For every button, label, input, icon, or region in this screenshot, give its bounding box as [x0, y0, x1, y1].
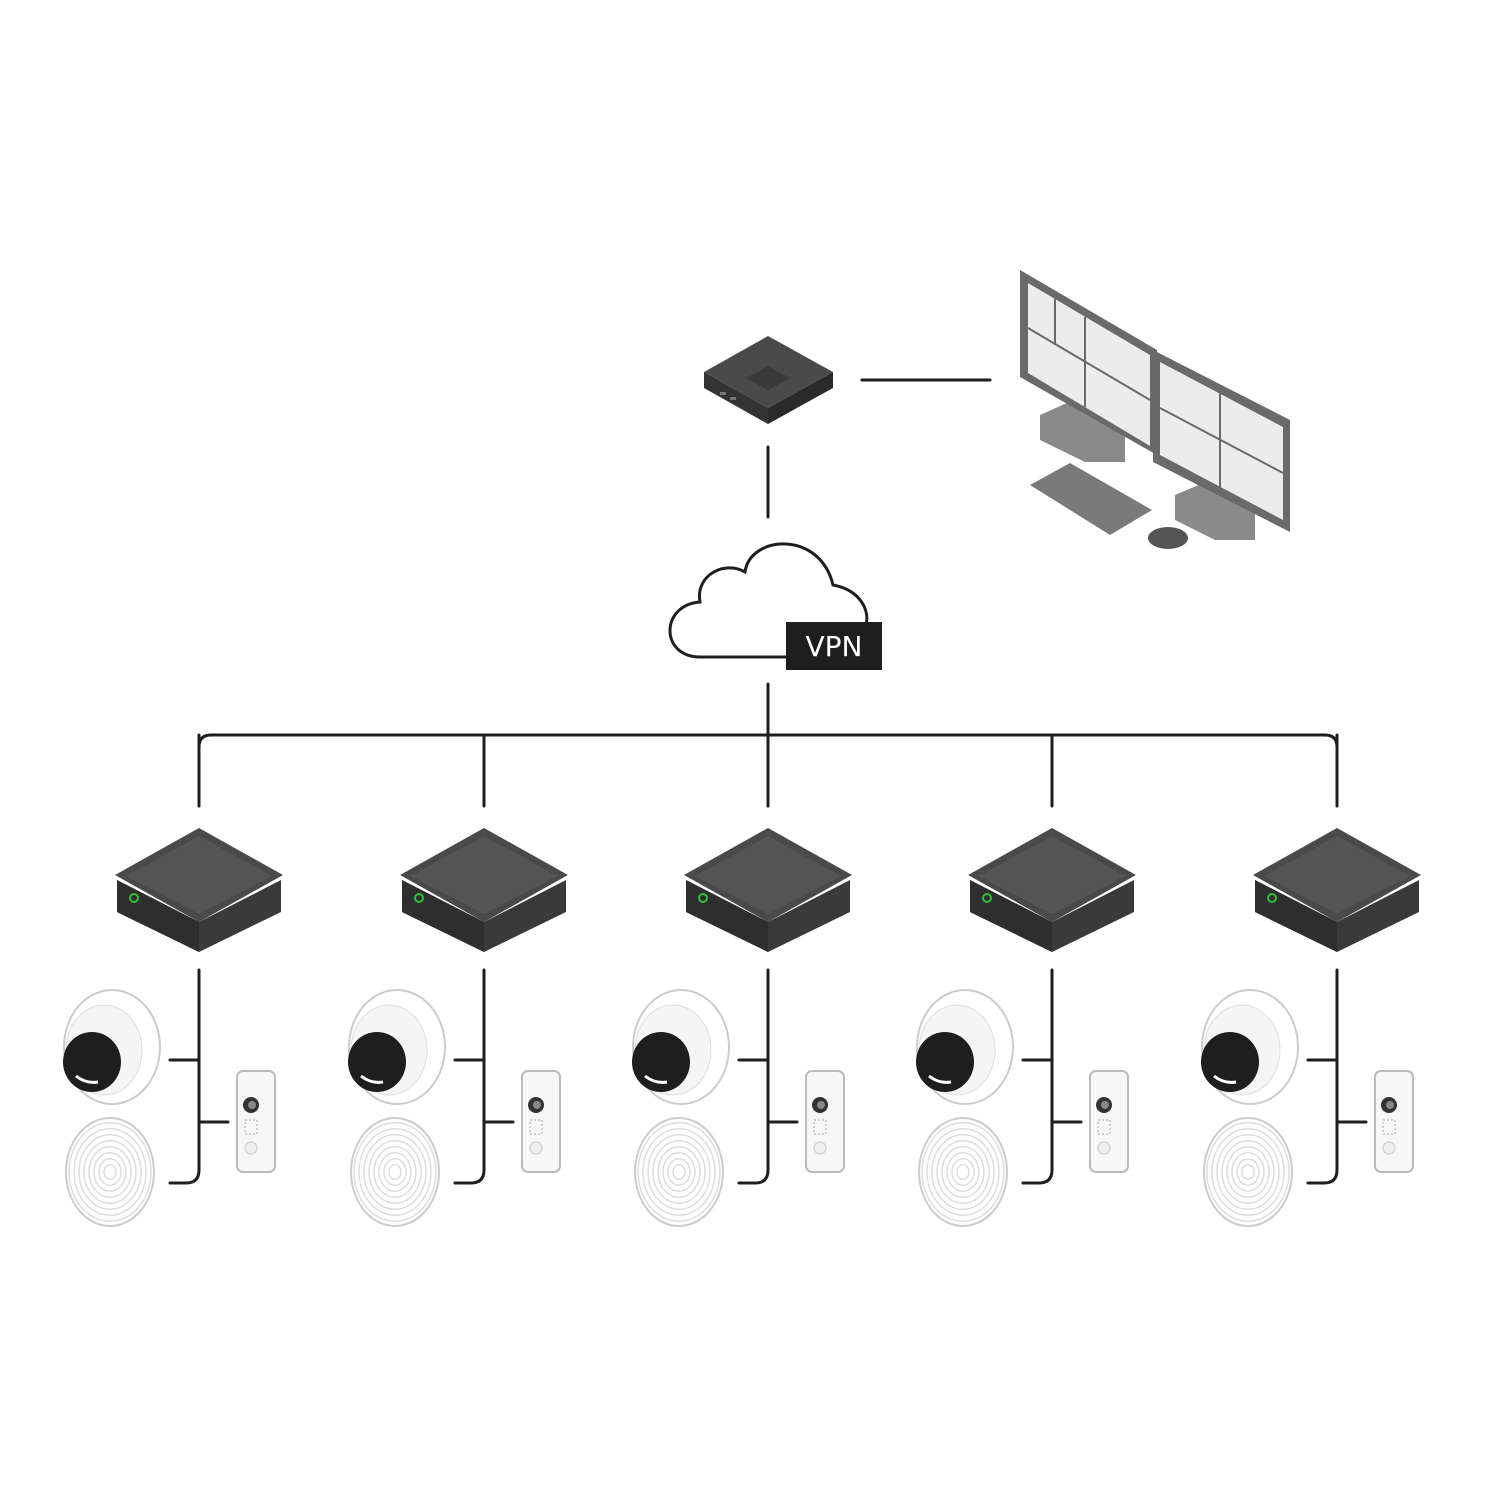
door-intercom-icon	[1374, 1070, 1414, 1173]
recorder-icon	[400, 828, 568, 952]
recorder-icon	[115, 828, 283, 952]
status-led	[1267, 893, 1277, 903]
recorder-icon	[684, 828, 852, 952]
recorder-icon	[1253, 828, 1421, 952]
device-bus	[1306, 968, 1339, 1185]
door-intercom-icon	[1089, 1070, 1129, 1173]
device-bus	[1021, 968, 1054, 1185]
site-4	[916, 733, 1136, 1227]
speaker-icon	[918, 1117, 1008, 1227]
door-intercom-icon	[236, 1070, 276, 1173]
dome-camera-icon	[916, 989, 1014, 1105]
status-led	[129, 893, 139, 903]
speaker-icon	[350, 1117, 440, 1227]
door-intercom-icon	[805, 1070, 845, 1173]
vpn-label: VPN	[806, 630, 863, 663]
recorder-icon	[968, 828, 1136, 952]
status-led	[414, 893, 424, 903]
dome-camera-icon	[348, 989, 446, 1105]
site-1	[63, 733, 283, 1227]
door-intercom-icon	[521, 1070, 561, 1173]
site-3	[632, 733, 852, 1227]
speaker-icon	[65, 1117, 155, 1227]
status-led	[698, 893, 708, 903]
cloud-icon: VPN	[668, 542, 882, 670]
dome-camera-icon	[1201, 989, 1299, 1105]
sites	[63, 733, 1421, 1227]
device-bus	[737, 968, 770, 1185]
device-bus	[453, 968, 486, 1185]
status-led	[982, 893, 992, 903]
site-2	[348, 733, 568, 1227]
site-5	[1201, 733, 1421, 1227]
server-icon	[704, 336, 833, 424]
dual-monitor-workstation-icon	[1020, 270, 1290, 549]
speaker-icon	[1203, 1117, 1293, 1227]
device-bus	[168, 968, 201, 1185]
dome-camera-icon	[63, 989, 161, 1105]
speaker-icon	[634, 1117, 724, 1227]
vpn-badge	[786, 622, 882, 670]
dome-camera-icon	[632, 989, 730, 1105]
